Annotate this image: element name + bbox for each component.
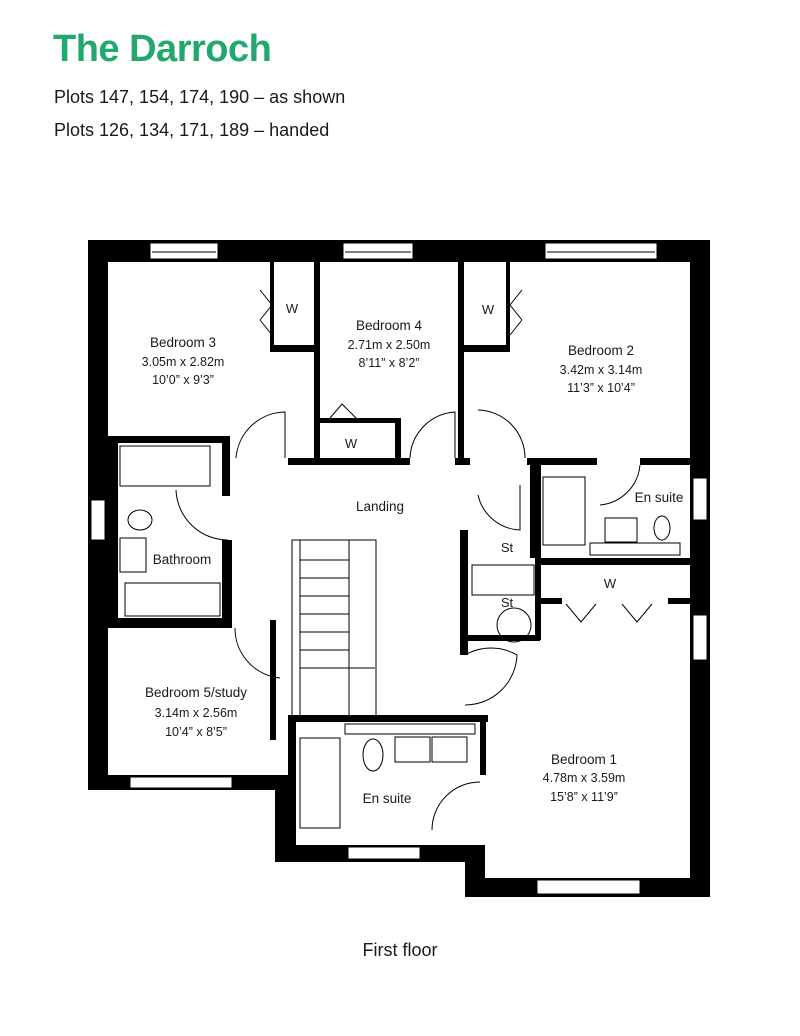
bedroom1-imperial: 15’8” x 11’9” (550, 790, 618, 804)
bedroom4-imperial: 8’11” x 8’2” (359, 356, 420, 370)
bedroom1-metric: 4.78m x 3.59m (543, 771, 626, 785)
windows (90, 242, 708, 895)
ensuite1-label: En suite (363, 791, 412, 806)
bedroom4-metric: 2.71m x 2.50m (348, 338, 431, 352)
floor-caption: First floor (362, 940, 438, 960)
bedroom2-imperial: 11’3” x 10’4” (567, 381, 635, 395)
bedroom5-imperial: 10’4” x 8’5” (165, 725, 227, 739)
wardrobe-bedroom1: W (604, 576, 617, 591)
plots-as-shown: Plots 147, 154, 174, 190 – as shown (54, 87, 346, 107)
fixtures (119, 445, 681, 829)
plots-handed: Plots 126, 134, 171, 189 – handed (54, 120, 330, 140)
house-type-title: The Darroch (53, 28, 272, 70)
door-swings (175, 289, 653, 831)
bedroom5-name: Bedroom 5/study (145, 685, 247, 700)
bedroom2-name: Bedroom 2 (568, 343, 634, 358)
bedroom4-name: Bedroom 4 (356, 318, 423, 333)
store-lower: St (501, 595, 514, 610)
walls (88, 240, 710, 897)
wardrobe-bedroom2: W (482, 302, 495, 317)
wardrobe-bedroom3: W (286, 301, 299, 316)
bedroom2-metric: 3.42m x 3.14m (560, 363, 643, 377)
store-upper: St (501, 540, 514, 555)
stairs (291, 539, 377, 719)
bedroom3-imperial: 10’0” x 9’3” (152, 373, 214, 387)
bedroom3-name: Bedroom 3 (150, 335, 216, 350)
bedroom3-metric: 3.05m x 2.82m (142, 355, 225, 369)
wardrobe-bedroom4: W (345, 436, 358, 451)
bedroom1-name: Bedroom 1 (551, 752, 617, 767)
landing-label: Landing (356, 499, 404, 514)
bathroom-label: Bathroom (153, 552, 212, 567)
bedroom5-metric: 3.14m x 2.56m (155, 706, 238, 720)
ensuite2-label: En suite (635, 490, 684, 505)
